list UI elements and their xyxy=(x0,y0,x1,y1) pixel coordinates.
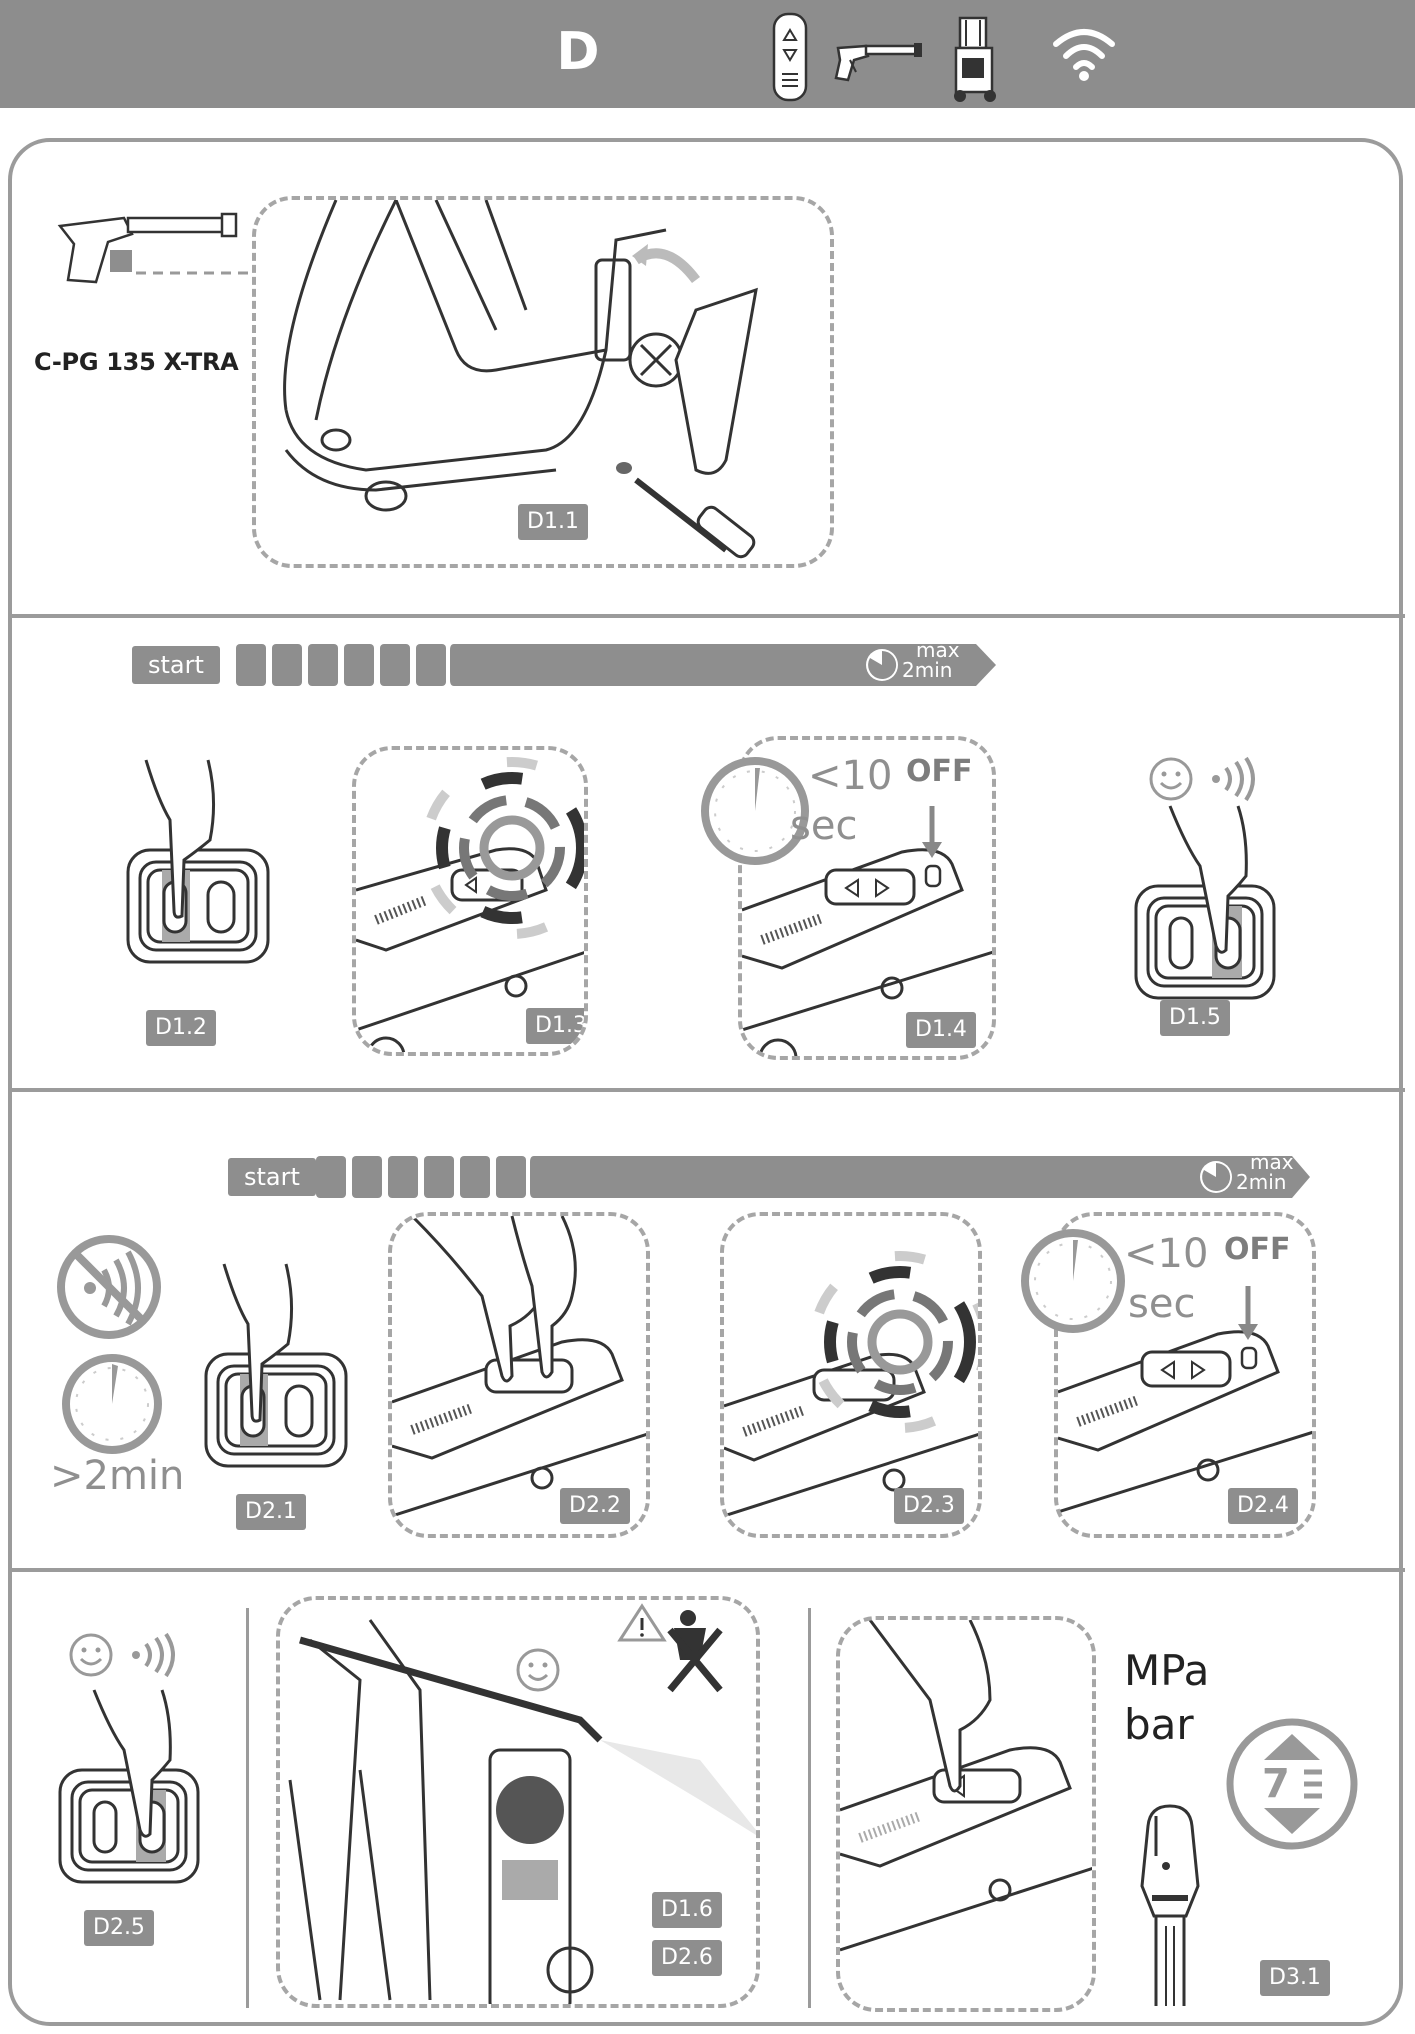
unit-bar: bar xyxy=(1124,1700,1194,1749)
step-d1-1-panel: D1.1 xyxy=(252,196,834,568)
step-label: D2.5 xyxy=(84,1910,154,1946)
timer-value: <10 xyxy=(1124,1231,1209,1277)
gun-model-label: C-PG 135 X-TRA xyxy=(34,348,239,376)
button-press-illustration xyxy=(1134,805,1276,1000)
step-label: D2.3 xyxy=(894,1488,964,1524)
progress-max-label: max 2min xyxy=(1236,1150,1294,1194)
remote-off-illustration xyxy=(1058,1286,1312,1514)
progress-start-label: start xyxy=(132,646,220,684)
step-d1-3-panel: D1.3 xyxy=(352,746,588,1056)
section-divider xyxy=(10,1088,1405,1092)
step-label: D1.5 xyxy=(1160,1000,1230,1036)
step-d2-2-panel: D2.2 xyxy=(388,1212,650,1538)
progress-max-label: max 2min xyxy=(902,638,960,682)
step-label: D2.4 xyxy=(1228,1488,1298,1524)
header-bar xyxy=(0,0,1415,108)
battery-cover-illustration xyxy=(283,200,758,559)
no-signal-icon xyxy=(57,1235,161,1339)
timer-unit: sec xyxy=(790,803,858,849)
section-divider xyxy=(10,1568,1405,1572)
smiley-icon xyxy=(69,1633,113,1677)
column-divider xyxy=(808,1608,811,2008)
step-label: D1.2 xyxy=(146,1010,216,1046)
pressure-adjust-illustration xyxy=(840,1620,1092,1952)
instruction-frame xyxy=(8,138,1403,2026)
step-label: D2.2 xyxy=(560,1488,630,1524)
remote-control-icon xyxy=(772,12,808,102)
spray-gun-icon xyxy=(834,43,922,82)
step-d3-1-panel xyxy=(836,1616,1096,2012)
step-label: D1.4 xyxy=(906,1012,976,1048)
button-press-illustration xyxy=(126,759,270,964)
progress-bar xyxy=(316,1156,1310,1198)
timer-unit: sec xyxy=(1128,1281,1196,1327)
spray-gun-thumbnail xyxy=(57,212,238,284)
sound-signal-icon xyxy=(132,1632,175,1678)
operator-spraying-illustration xyxy=(288,1603,756,2004)
pressure-display-icon xyxy=(1226,1718,1358,1850)
step-label: D1.3 xyxy=(526,1008,584,1044)
progress-start-label: start xyxy=(228,1158,316,1196)
off-indicator: OFF xyxy=(906,754,973,789)
step-label: D1.1 xyxy=(518,504,588,540)
column-divider xyxy=(246,1608,249,2008)
step-d1-6-panel: D1.6 D2.6 xyxy=(276,1596,760,2008)
remote-signal-illustration xyxy=(356,757,584,1052)
connector-line xyxy=(136,271,256,275)
unit-mpa: MPa xyxy=(1124,1646,1210,1695)
smiley-icon xyxy=(1149,757,1193,801)
section-divider xyxy=(10,614,1405,618)
button-press-illustration xyxy=(58,1689,200,1884)
remote-off-illustration xyxy=(742,806,992,1056)
spray-lance-nozzle xyxy=(1140,1804,1200,2006)
off-indicator: OFF xyxy=(1224,1232,1291,1267)
two-finger-press-illustration xyxy=(392,1216,646,1518)
progress-bar xyxy=(236,644,996,686)
pressure-washer-icon xyxy=(954,16,996,102)
button-press-illustration xyxy=(204,1263,348,1468)
timer-icon xyxy=(701,757,809,865)
wifi-icon xyxy=(1053,29,1115,81)
sound-signal-icon xyxy=(1212,756,1255,802)
step-label: D3.1 xyxy=(1260,1960,1330,1996)
section-letter: D xyxy=(556,22,600,82)
timer-value: <10 xyxy=(808,753,893,799)
step-label: D1.6 xyxy=(652,1892,722,1928)
timer-icon xyxy=(62,1354,162,1454)
step-d2-3-panel: D2.3 xyxy=(720,1212,982,1538)
step-label: D2.6 xyxy=(652,1940,722,1976)
step-label: D2.1 xyxy=(236,1494,306,1530)
no-signal-timeout: >2min xyxy=(50,1453,185,1499)
remote-signal-illustration xyxy=(724,1251,978,1518)
pressure-display-value: 7 xyxy=(1262,1761,1290,1807)
timer-icon xyxy=(1021,1229,1125,1333)
